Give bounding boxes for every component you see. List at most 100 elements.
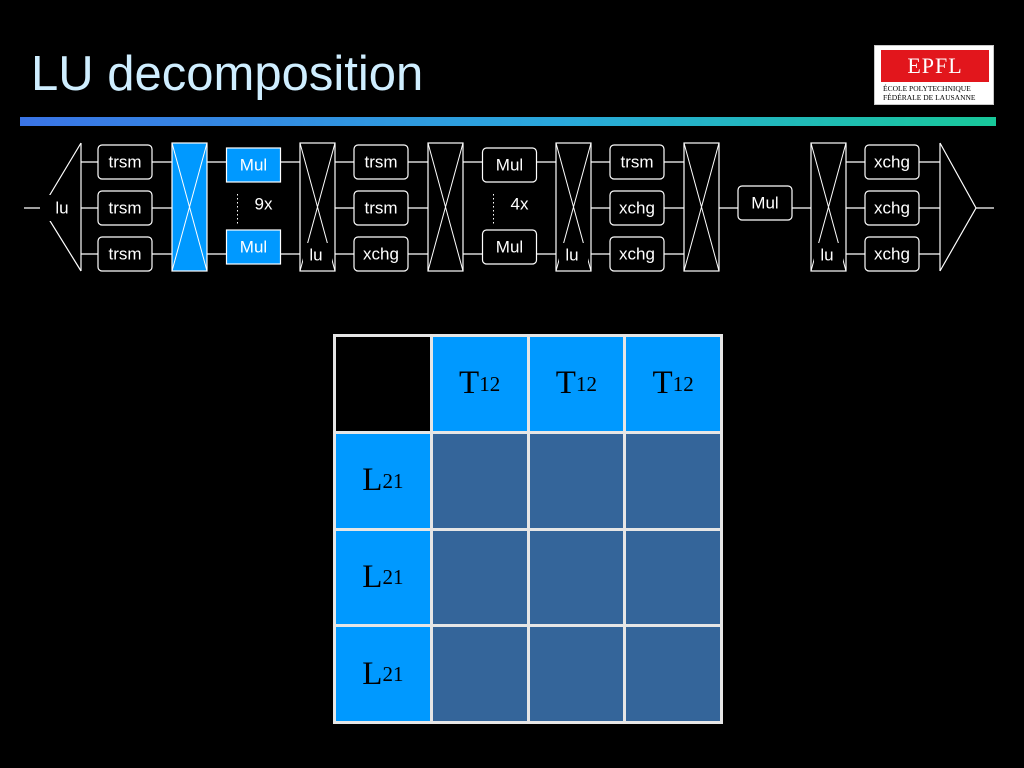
stage-8-switch: lu <box>555 142 592 272</box>
stage-6-switch-diag <box>427 142 446 208</box>
stage-10-switch-diag <box>683 142 702 208</box>
matrix-cell-label: T <box>459 365 480 402</box>
slide-title: LU decomposition <box>31 47 424 101</box>
stage-12-switch-diag <box>810 206 829 272</box>
matrix-cell-0-0 <box>336 337 430 431</box>
stage-4-switch-label-bg <box>303 243 332 267</box>
stage-3-mul-bottom-box <box>225 229 282 265</box>
logo-mark: EPFL <box>881 50 989 82</box>
matrix-cell-label: L <box>362 655 383 692</box>
stage-5-node-trsm-1-label: trsm <box>364 198 397 217</box>
stage-1-node-trsm-2-box <box>97 236 153 272</box>
stage-9-node-xchg-2: xchg <box>609 236 665 272</box>
stage-12-switch-label: lu <box>820 245 833 264</box>
stage-9-node-xchg-1-label: xchg <box>619 198 655 217</box>
stage-8-switch-diag <box>555 206 574 272</box>
stage-8-switch-label: lu <box>565 245 578 264</box>
stage-7-mul-bottom-label: Mul <box>496 237 523 256</box>
stage-2-switch-diag <box>171 206 190 272</box>
join-triangle <box>939 142 977 272</box>
fork-label-bg <box>40 195 70 221</box>
matrix-cell-label: T <box>652 365 673 402</box>
stage-1-node-trsm-1-box <box>97 190 153 226</box>
title-rule <box>20 117 996 126</box>
stage-9-node-xchg-2-label: xchg <box>619 244 655 263</box>
pipeline-diagram: lutrsmtrsmtrsmMulMul9xlutrsmtrsmxchgMulM… <box>24 142 994 272</box>
stage-13-node-xchg-2-label: xchg <box>874 244 910 263</box>
stage-12-switch-diag <box>828 142 847 208</box>
stage-6-switch-diag <box>445 206 464 272</box>
matrix-cell-label: L <box>362 558 383 595</box>
stage-1-node-trsm-1-label: trsm <box>108 198 141 217</box>
stage-8-switch-diag <box>573 206 592 272</box>
stage-3-mul-top-label: Mul <box>240 155 267 174</box>
stage-7-mul-top-box <box>481 147 538 183</box>
stage-1-node-trsm-0: trsm <box>97 144 153 180</box>
stage-9-node-xchg-1: xchg <box>609 190 665 226</box>
stage-3-mul-bottom: Mul <box>225 229 282 265</box>
stage-13-node-xchg-0-label: xchg <box>874 152 910 171</box>
stage-5-node-trsm-0-label: trsm <box>364 152 397 171</box>
stage-6-switch-diag <box>445 142 464 208</box>
fork-label-lu: lu <box>55 198 68 217</box>
stage-4-switch-diag <box>299 142 318 208</box>
stage-10-switch-diag <box>701 142 720 208</box>
stage-13-node-xchg-1: xchg <box>864 190 920 226</box>
stage-9-node-trsm-0-box <box>609 144 665 180</box>
matrix-cell-2-3 <box>626 530 720 625</box>
stage-8-switch-diag <box>573 142 592 208</box>
stage-7-mul-top-label: Mul <box>496 155 523 174</box>
stage-7-mul-bottom: Mul <box>481 229 538 265</box>
matrix-cell-2-2 <box>529 530 624 625</box>
stage-9-node-trsm-0-label: trsm <box>620 152 653 171</box>
stage-1-node-trsm-0-box <box>97 144 153 180</box>
matrix-cell-3-1 <box>432 627 527 721</box>
logo-line-1: ÉCOLE POLYTECHNIQUE <box>883 84 971 93</box>
stage-1-node-trsm-0-label: trsm <box>108 152 141 171</box>
stage-9-node-xchg-2-box <box>609 236 665 272</box>
stage-11-node-mul-box <box>737 185 793 221</box>
stage-9-node-trsm-0: trsm <box>609 144 665 180</box>
stage-11-node-mul-label: Mul <box>751 193 778 212</box>
matrix-cell-label: T <box>555 365 576 402</box>
stage-12-switch-diag <box>810 142 829 208</box>
stage-8-switch-diag <box>555 142 574 208</box>
stage-7-repeat-count: 4x <box>511 194 529 213</box>
stage-10-switch-diag <box>701 206 720 272</box>
stage-6-switch-diag <box>427 206 446 272</box>
stage-13-node-xchg-2: xchg <box>864 236 920 272</box>
matrix-cell-1-1 <box>432 433 527 528</box>
stage-12-switch-label-bg <box>814 243 843 267</box>
stage-5-node-trsm-1-box <box>353 190 409 226</box>
stage-2-switch-diag <box>189 206 208 272</box>
logo-line-2: FÉDÉRALE DE LAUSANNE <box>883 93 976 102</box>
stage-9-node-xchg-1-box <box>609 190 665 226</box>
stage-5-node-xchg-2-box <box>353 236 409 272</box>
stage-13-node-xchg-1-box <box>864 190 920 226</box>
stage-5-node-xchg-2-label: xchg <box>363 244 399 263</box>
stage-7-mul-bottom-box <box>481 229 538 265</box>
stage-3-mul-top: Mul <box>225 147 282 183</box>
stage-4-switch-diag <box>317 206 336 272</box>
stage-13-node-xchg-0: xchg <box>864 144 920 180</box>
stage-3-mul-top-box <box>225 147 282 183</box>
stage-5-node-trsm-0: trsm <box>353 144 409 180</box>
stage-12-switch: lu <box>810 142 847 272</box>
stage-2-switch-diag <box>189 142 208 208</box>
stage-6-switch <box>427 142 464 272</box>
stage-7-mul-top: Mul <box>481 147 538 183</box>
stage-4-switch-diag <box>317 142 336 208</box>
stage-10-switch <box>683 142 720 272</box>
stage-3-mul-bottom-label: Mul <box>240 237 267 256</box>
stage-12-switch-diag <box>828 206 847 272</box>
stage-5-node-trsm-0-box <box>353 144 409 180</box>
stage-3-repeat-count: 9x <box>255 194 273 213</box>
stage-5-node-trsm-1: trsm <box>353 190 409 226</box>
stage-13-node-xchg-0-box <box>864 144 920 180</box>
